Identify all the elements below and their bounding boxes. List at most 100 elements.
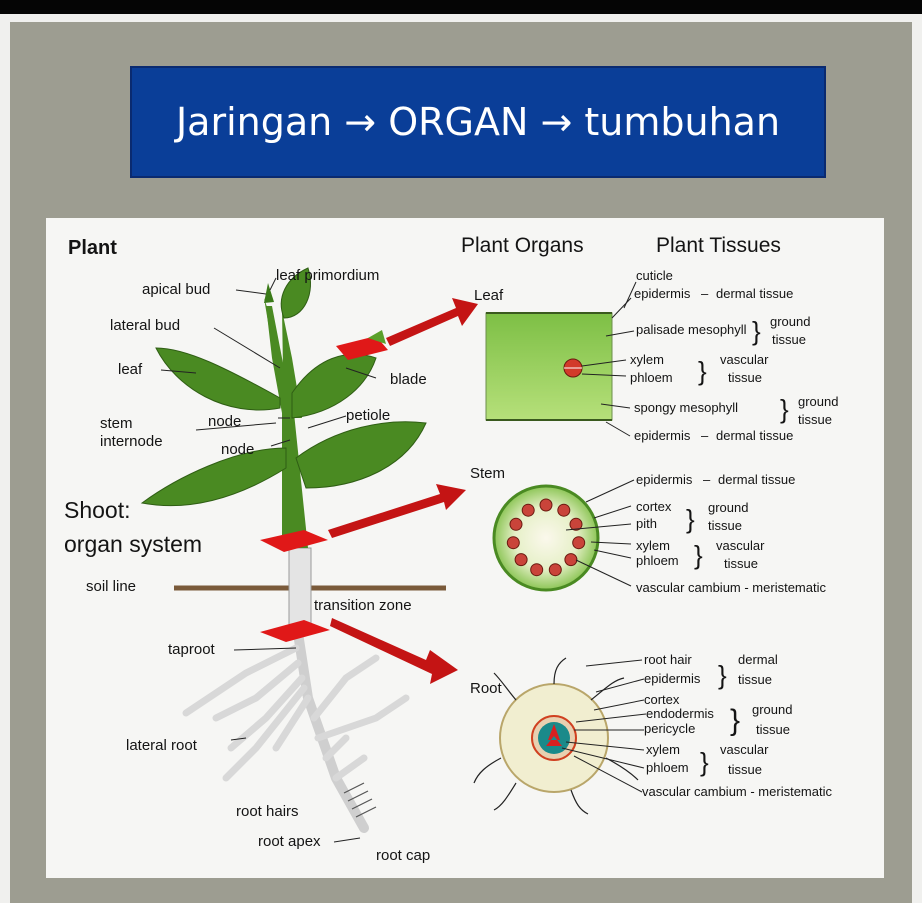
leaf-cross-section bbox=[486, 313, 612, 420]
label-petiole: petiole bbox=[346, 407, 390, 424]
label-lateral-root: lateral root bbox=[126, 737, 198, 754]
label-node-upper: node bbox=[208, 413, 241, 430]
stem-vascular-bundle bbox=[558, 504, 570, 516]
stem-vascular-bundle bbox=[522, 504, 534, 516]
root-vascular-b: tissue bbox=[728, 762, 762, 777]
svg-text:–: – bbox=[701, 428, 709, 443]
stem-cortex: cortex bbox=[636, 499, 672, 514]
stem-xylem: xylem bbox=[636, 538, 670, 553]
stem-vascular-a: vascular bbox=[716, 538, 765, 553]
leaf-vascular-a: vascular bbox=[720, 352, 769, 367]
tissues-heading: Plant Tissues bbox=[656, 234, 781, 257]
leaf-ground2-b: tissue bbox=[798, 412, 832, 427]
root-dermal-a: dermal bbox=[738, 652, 778, 667]
leaf-xylem: xylem bbox=[630, 352, 664, 367]
stem-dermal: dermal tissue bbox=[718, 472, 795, 487]
stem-phloem: phloem bbox=[636, 553, 679, 568]
svg-text:}: } bbox=[730, 704, 740, 737]
arrow-to-leaf bbox=[386, 298, 478, 346]
plant-diagram: Plant Plant Organs Plant Tissues bbox=[46, 218, 884, 878]
leaf-epidermis-bottom: epidermis bbox=[634, 428, 691, 443]
root-vascular-a: vascular bbox=[720, 742, 769, 757]
root-ground-b: tissue bbox=[756, 722, 790, 737]
root-epidermis: epidermis bbox=[644, 671, 701, 686]
title-banner: Jaringan → ORGAN → tumbuhan bbox=[130, 66, 826, 178]
leaf-dermal-bottom: dermal tissue bbox=[716, 428, 793, 443]
stem-vascular-bundle bbox=[515, 554, 527, 566]
root-hair: root hair bbox=[644, 652, 692, 667]
plant-heading: Plant bbox=[68, 237, 117, 259]
label-lateral-bud: lateral bud bbox=[110, 317, 180, 334]
arrow-to-stem bbox=[328, 484, 466, 538]
label-root-hairs: root hairs bbox=[236, 803, 299, 820]
stem-ground-b: tissue bbox=[708, 518, 742, 533]
stem-vascular-bundle bbox=[507, 537, 519, 549]
root-sample-marker bbox=[260, 620, 330, 642]
stem-vascular-bundle bbox=[510, 518, 522, 530]
leaf-spongy: spongy mesophyll bbox=[634, 400, 738, 415]
root-cambium: vascular cambium - meristematic bbox=[642, 784, 832, 799]
root-phloem: phloem bbox=[646, 760, 689, 775]
leaf-ground1-b: tissue bbox=[772, 332, 806, 347]
svg-text:}: } bbox=[698, 356, 707, 386]
svg-text:}: } bbox=[752, 316, 761, 346]
svg-text:–: – bbox=[703, 472, 711, 487]
label-stem: stem bbox=[100, 415, 133, 432]
root-system bbox=[186, 633, 406, 828]
svg-text:}: } bbox=[718, 660, 727, 690]
stem-ground-a: ground bbox=[708, 500, 748, 515]
label-blade: blade bbox=[390, 371, 427, 388]
root-dermal-b: tissue bbox=[738, 672, 772, 687]
svg-text:–: – bbox=[701, 286, 709, 301]
svg-text:}: } bbox=[694, 540, 703, 570]
organ-leaf-name: Leaf bbox=[474, 287, 504, 304]
label-root-apex: root apex bbox=[258, 833, 321, 850]
leaf-left-lower bbox=[142, 448, 286, 506]
label-leaf: leaf bbox=[118, 361, 143, 378]
label-node-lower: node bbox=[221, 441, 254, 458]
stem-sample-marker bbox=[260, 530, 328, 552]
transition-column bbox=[289, 548, 311, 633]
root-endodermis: endodermis bbox=[646, 706, 714, 721]
root-xylem: xylem bbox=[646, 742, 680, 757]
leaf-cuticle: cuticle bbox=[636, 268, 673, 283]
label-organ-system: organ system bbox=[64, 531, 202, 557]
leaf-palisade: palisade mesophyll bbox=[636, 322, 747, 337]
svg-text:}: } bbox=[780, 394, 789, 424]
organ-root-name: Root bbox=[470, 680, 503, 697]
root-cortex: cortex bbox=[644, 692, 680, 707]
stem-vascular-bundle bbox=[573, 537, 585, 549]
leaf-right-lower bbox=[296, 422, 426, 488]
organs-heading: Plant Organs bbox=[461, 234, 584, 257]
svg-text:}: } bbox=[700, 747, 709, 777]
leaf-dermal-top: dermal tissue bbox=[716, 286, 793, 301]
stem-epidermis: epidermis bbox=[636, 472, 693, 487]
label-internode: internode bbox=[100, 433, 163, 450]
leaf-vascular-b: tissue bbox=[728, 370, 762, 385]
root-ground-a: ground bbox=[752, 702, 792, 717]
stem-vascular-b: tissue bbox=[724, 556, 758, 571]
stem-cambium: vascular cambium - meristematic bbox=[636, 580, 826, 595]
diagram-panel: Plant Plant Organs Plant Tissues bbox=[46, 218, 884, 878]
label-root-cap: root cap bbox=[376, 847, 430, 864]
banner-title: Jaringan → ORGAN → tumbuhan bbox=[176, 100, 780, 144]
label-shoot: Shoot: bbox=[64, 497, 131, 523]
organ-stem-name: Stem bbox=[470, 465, 505, 482]
stem-vascular-bundle bbox=[531, 564, 543, 576]
root-pericycle: pericycle bbox=[644, 721, 695, 736]
label-apical-bud: apical bud bbox=[142, 281, 210, 298]
svg-text:}: } bbox=[686, 504, 695, 534]
label-transition-zone: transition zone bbox=[314, 597, 412, 614]
stem-vascular-bundle bbox=[549, 564, 561, 576]
label-taproot: taproot bbox=[168, 641, 216, 658]
leaf-phloem: phloem bbox=[630, 370, 673, 385]
stem-vascular-bundle bbox=[565, 554, 577, 566]
label-leaf-primordium: leaf primordium bbox=[276, 267, 379, 284]
leaf-ground2-a: ground bbox=[798, 394, 838, 409]
stem-pith: pith bbox=[636, 516, 657, 531]
stem-vascular-bundle bbox=[540, 499, 552, 511]
leaf-ground1-a: ground bbox=[770, 314, 810, 329]
top-black-bar bbox=[0, 0, 922, 14]
leaf-epidermis-top: epidermis bbox=[634, 286, 691, 301]
label-soil-line: soil line bbox=[86, 578, 136, 595]
